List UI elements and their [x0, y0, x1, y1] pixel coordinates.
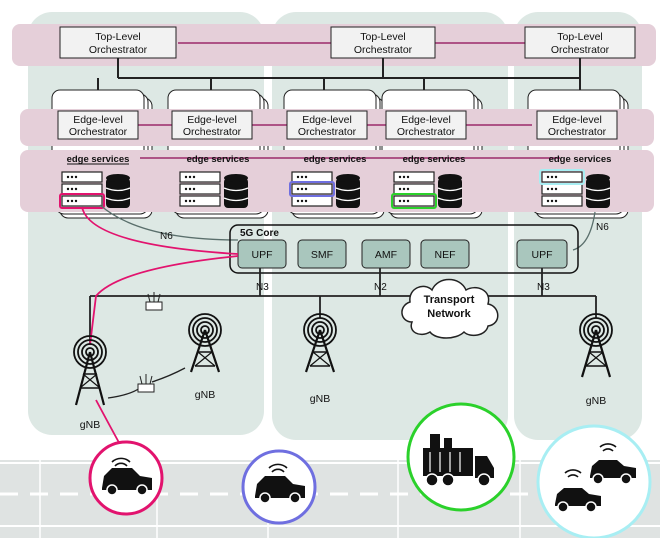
small-edge-server-2: [137, 374, 155, 393]
top-orchestrator-3-label-line1: Top-Level: [557, 31, 603, 43]
gnb-tower-icon: [73, 335, 107, 406]
n3-right-label: N3: [537, 282, 550, 293]
core-title: 5G Core: [240, 228, 279, 239]
top-orchestrator-1: Top-Level Orchestrator: [59, 26, 177, 59]
edge-orchestrator-label-line1: Edge-level: [552, 114, 602, 126]
domain-right-background: [514, 12, 642, 440]
vehicle-car-magenta: [88, 440, 164, 516]
domain-middle-background: [272, 12, 508, 440]
vehicle-car-blue: [241, 449, 317, 525]
transport-network-cloud: Transport Network: [401, 278, 499, 339]
highlighted-service-slot: [539, 169, 585, 185]
domain-left-background: [28, 12, 264, 435]
core-function-label: SMF: [311, 249, 333, 261]
vehicle-cars-cyan: [536, 424, 652, 538]
top-orchestrator-3-label-line2: Orchestrator: [551, 44, 610, 56]
edge-services-label: edge services: [403, 154, 466, 165]
edge-orchestrator-label-line2: Orchestrator: [548, 126, 607, 138]
small-edge-server-1: [145, 292, 163, 311]
vehicle-truck-green: [406, 402, 516, 512]
core-function-label: UPF: [252, 249, 273, 261]
5g-core: 5G Core: [229, 224, 579, 274]
core-function-label: AMF: [375, 249, 397, 261]
edge-orchestrator-label-line2: Orchestrator: [298, 126, 357, 138]
gnb-tower-icon: [303, 313, 337, 373]
remote-upf: UPF: [516, 239, 568, 269]
highlighted-service-slot: [289, 181, 335, 197]
edge-services-label: edge services: [549, 154, 612, 165]
gnb-label: gNB: [310, 393, 330, 405]
edge-services-group-3: edge services: [289, 154, 367, 208]
server-rack-icon: [393, 171, 435, 207]
edge-services-label: edge services: [187, 154, 250, 165]
gnb-tower-icon: [579, 313, 613, 378]
transport-label-line1: Transport: [424, 294, 475, 306]
edge-orchestrator-label-line2: Orchestrator: [183, 126, 242, 138]
core-function-label: NEF: [435, 249, 456, 261]
edge-orchestrator-label-line1: Edge-level: [302, 114, 352, 126]
edge-services-group-1: edge services: [59, 154, 131, 209]
n3-left-label: N3: [256, 282, 269, 293]
edge-services-group-4: edge services: [391, 154, 466, 209]
server-rack-icon: [291, 171, 333, 207]
top-orchestrator-2-label-line1: Top-Level: [360, 31, 406, 43]
top-orchestrator-1-label-line1: Top-Level: [95, 31, 141, 43]
core-function-upf: UPF: [237, 239, 287, 269]
top-orchestrator-3: Top-Level Orchestrator: [524, 26, 636, 59]
gnb-tower-icon: [188, 313, 222, 373]
edge-services-group-2: edge services: [179, 154, 250, 208]
gnb-label: gNB: [80, 419, 100, 431]
gnb-label: gNB: [195, 389, 215, 401]
edge-orchestrator-label-line1: Edge-level: [73, 114, 123, 126]
server-rack-icon: [541, 171, 583, 207]
edge-services-label: edge services: [304, 154, 367, 165]
edge-services-label: edge services: [67, 154, 130, 165]
core-function-amf: AMF: [361, 239, 411, 269]
edge-orchestrator-label-line2: Orchestrator: [69, 126, 128, 138]
database-icon: [585, 174, 611, 208]
edge-orchestrator-label-line1: Edge-level: [401, 114, 451, 126]
transport-label-line2: Network: [427, 308, 471, 320]
top-orchestrator-2-label-line2: Orchestrator: [354, 44, 413, 56]
core-function-nef: NEF: [420, 239, 470, 269]
edge-orchestrator-label-line1: Edge-level: [187, 114, 237, 126]
gnb-label: gNB: [586, 395, 606, 407]
database-icon: [335, 174, 361, 208]
top-orchestrator-2: Top-Level Orchestrator: [330, 26, 436, 59]
database-icon: [437, 174, 463, 208]
database-icon: [105, 174, 131, 208]
n6-left-label: N6: [160, 231, 173, 242]
remote-upf-label: UPF: [532, 249, 553, 261]
n6-right-label: N6: [596, 222, 609, 233]
top-orchestrator-1-label-line2: Orchestrator: [89, 44, 148, 56]
server-rack-icon: [179, 171, 221, 207]
server-rack-icon: [61, 171, 103, 207]
edge-orchestrator-label-line2: Orchestrator: [397, 126, 456, 138]
core-function-smf: SMF: [297, 239, 347, 269]
database-icon: [223, 174, 249, 208]
highlighted-service-slot: [391, 193, 437, 209]
n2-label: N2: [374, 282, 387, 293]
edge-services-group-5: edge services: [539, 154, 612, 208]
